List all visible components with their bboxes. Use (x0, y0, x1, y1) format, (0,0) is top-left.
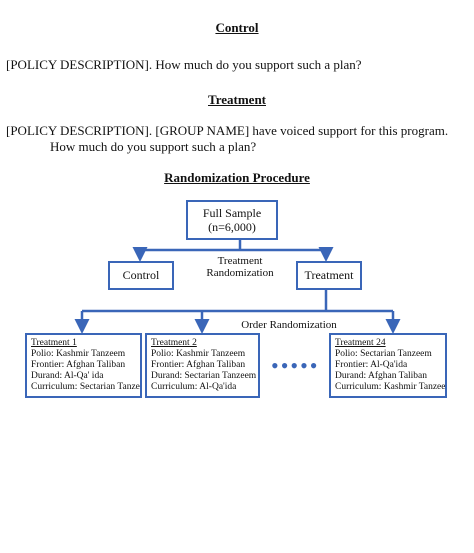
treatment-text-line1: [POLICY DESCRIPTION]. [GROUP NAME] have … (6, 123, 449, 138)
treatment-2-frontier: Frontier: Afghan Taliban (151, 360, 246, 370)
procedure-heading: Randomization Procedure (164, 170, 310, 185)
treatment-2-curriculum: Curriculum: Al-Qa'ida (151, 382, 237, 392)
treatment-24-durand: Durand: Afghan Taliban (335, 371, 428, 381)
treatment-heading: Treatment (208, 92, 266, 107)
treatment-24-frontier: Frontier: Al-Qa'ida (335, 360, 408, 370)
treatment-2-polio: Polio: Kashmir Tanzeem (151, 349, 246, 359)
order-randomization-label: Order Randomization (234, 319, 344, 331)
treatment-text-line2: How much do you support such a plan? (50, 139, 257, 154)
treatment-randomization-label: Treatment Randomization (190, 255, 290, 279)
treatment-24-curriculum: Curriculum: Kashmir Tanzeem (335, 382, 447, 392)
control-text: [POLICY DESCRIPTION]. How much do you su… (6, 57, 362, 72)
treatment-2-name: Treatment 2 (151, 338, 197, 348)
treatment-2-box: Treatment 2 Polio: Kashmir Tanzeem Front… (145, 333, 260, 398)
treatment-24-box: Treatment 24 Polio: Sectarian Tanzeem Fr… (329, 333, 447, 398)
control-heading: Control (215, 20, 259, 35)
treatment-box-label: Treatment (304, 268, 354, 282)
full-sample-box: Full Sample (n=6,000) (186, 200, 278, 240)
treatment-text: [POLICY DESCRIPTION]. [GROUP NAME] have … (6, 123, 468, 155)
treatment-1-name: Treatment 1 (31, 338, 77, 348)
treatment-1-curriculum: Curriculum: Sectarian Tanzeem (31, 382, 142, 392)
treatment-1-polio: Polio: Kashmir Tanzeem (31, 349, 126, 359)
control-box-label: Control (122, 268, 160, 282)
treatment-randomization-line1: Treatment (217, 255, 263, 267)
treatment-box: Treatment (296, 261, 362, 290)
treatment-1-box: Treatment 1 Polio: Kashmir Tanzeem Front… (25, 333, 142, 398)
ellipsis-dots: ••••• (271, 353, 320, 378)
treatment-randomization-line2: Randomization (206, 267, 274, 279)
treatment-1-frontier: Frontier: Afghan Taliban (31, 360, 126, 370)
full-sample-label: Full Sample (202, 206, 262, 220)
full-sample-count: (n=6,000) (208, 220, 256, 234)
treatment-24-polio: Polio: Sectarian Tanzeem (335, 349, 432, 359)
control-box: Control (108, 261, 174, 290)
treatment-24-name: Treatment 24 (335, 338, 386, 348)
treatment-2-durand: Durand: Sectarian Tanzeem (151, 371, 257, 381)
treatment-1-durand: Durand: Al-Qa' ida (31, 371, 104, 381)
